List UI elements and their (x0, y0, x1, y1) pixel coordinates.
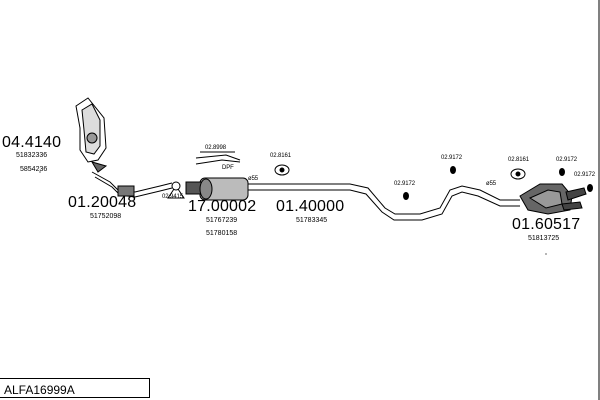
dpf-label: DPF (222, 165, 234, 171)
rear-silencer-shape (519, 183, 587, 215)
hanger-9172-a-shape (403, 192, 409, 200)
accessory-label: 02.9172 (394, 181, 415, 187)
part-reference: 51813725 (528, 235, 560, 242)
accessory-label: 02.8998 (205, 145, 226, 151)
hanger-9172-b-shape (450, 166, 456, 174)
title-box: ALFA16999A (0, 378, 150, 398)
diameter-label: ø55 (248, 176, 259, 182)
accessory-label: 02.8161 (270, 153, 291, 159)
diagram-title: ALFA16999A (4, 383, 75, 397)
clamp-9415-shape (167, 181, 185, 199)
hanger-9172-d-shape (587, 184, 593, 192)
part-number: 01.40000 (276, 198, 345, 215)
part-reference: 51832336 (16, 152, 48, 159)
part-number: 17.00002 (188, 198, 257, 215)
hanger-8161-shape (274, 164, 290, 176)
part-reference: 51780158 (206, 230, 238, 237)
catalytic-converter-shape (75, 97, 108, 173)
part-reference: 5854236 (20, 166, 48, 173)
centre-pipe-shape (262, 183, 520, 221)
part-number: 01.20048 (68, 194, 137, 211)
part-reference: 51767239 (206, 217, 238, 224)
hanger-9172-c-shape (559, 168, 565, 176)
accessory-label: 02.9172 (574, 172, 595, 178)
part-reference: 51752098 (90, 213, 122, 220)
part-number: 01.60517 (512, 216, 581, 233)
dpf-shape (185, 177, 262, 201)
accessory-label: 02.9172 (441, 155, 462, 161)
hanger-8161-rear-shape (510, 168, 526, 180)
accessory-label: 02.8161 (508, 157, 529, 163)
diameter-label: ø55 (486, 181, 497, 187)
dpf-bracket-shape (195, 151, 241, 165)
accessory-label: 02.9415 (162, 194, 183, 200)
accessory-label: 02.9172 (556, 157, 577, 163)
front-pipe-shape (91, 171, 173, 198)
part-reference: 51783345 (296, 217, 328, 224)
part-number: 04.4140 (2, 134, 62, 151)
